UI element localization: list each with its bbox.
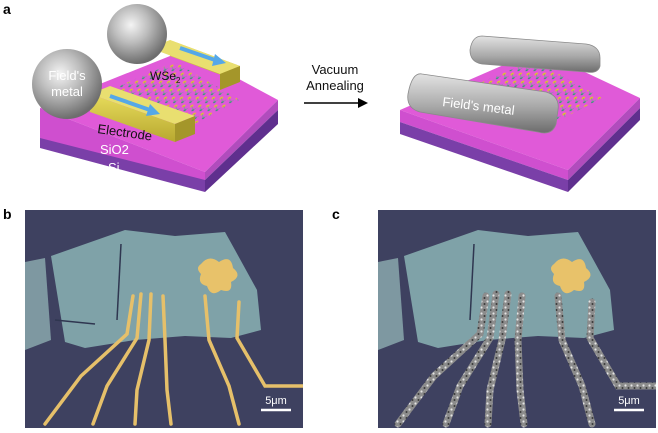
si-label: Si (108, 160, 120, 175)
flake-edge-left (378, 258, 404, 350)
micrograph-b: 5μm (25, 210, 303, 428)
schematic-before-annealing: Field's metal Electrode WSe2 SiO2 Si (32, 4, 278, 192)
droplet-label-line2: metal (51, 84, 83, 99)
gold-pad (198, 258, 238, 294)
electrode-back (150, 40, 240, 90)
si-layer-right (568, 108, 640, 192)
flow-arrow-front (109, 94, 151, 112)
process-arrow (304, 98, 368, 108)
scale-text: 5μm (618, 395, 640, 407)
field-metal-droplet-back (107, 4, 167, 64)
field-metal-lines (394, 290, 656, 428)
scale-text: 5μm (265, 395, 287, 407)
panel-a-label: a (3, 1, 11, 17)
gold-pad (551, 258, 591, 294)
sio2-layer-right (568, 98, 640, 180)
wse2-flake (110, 62, 240, 132)
sio2-layer-right (205, 100, 278, 180)
si-layer-left (40, 136, 205, 192)
flake-edge-left (25, 258, 51, 350)
process-label: Vacuum Annealing (296, 62, 374, 94)
droplet-label-line1: Field's (48, 68, 86, 83)
flow-arrow-back (179, 46, 216, 62)
process-label-line2: Annealing (306, 78, 364, 93)
gold-electrode-lines (43, 292, 303, 426)
micrograph-c: 5μm (378, 210, 656, 428)
sio2-layer-left (400, 110, 568, 180)
si-layer-left (400, 122, 568, 192)
sio2-layer-left (40, 108, 205, 180)
wse2-label: WSe2 (150, 69, 181, 85)
panel-c-label: c (332, 206, 340, 222)
field-metal-droplet-front (32, 49, 102, 119)
electrode-front (90, 86, 195, 142)
schematic-after-annealing: Field's metal (400, 35, 640, 192)
process-label-line1: Vacuum (311, 62, 359, 77)
sio2-label: SiO2 (100, 142, 129, 157)
annealed-metal-front (407, 73, 559, 134)
si-layer-right (205, 110, 278, 192)
panel-b-label: b (3, 206, 12, 222)
annealed-metal-back (469, 35, 601, 73)
